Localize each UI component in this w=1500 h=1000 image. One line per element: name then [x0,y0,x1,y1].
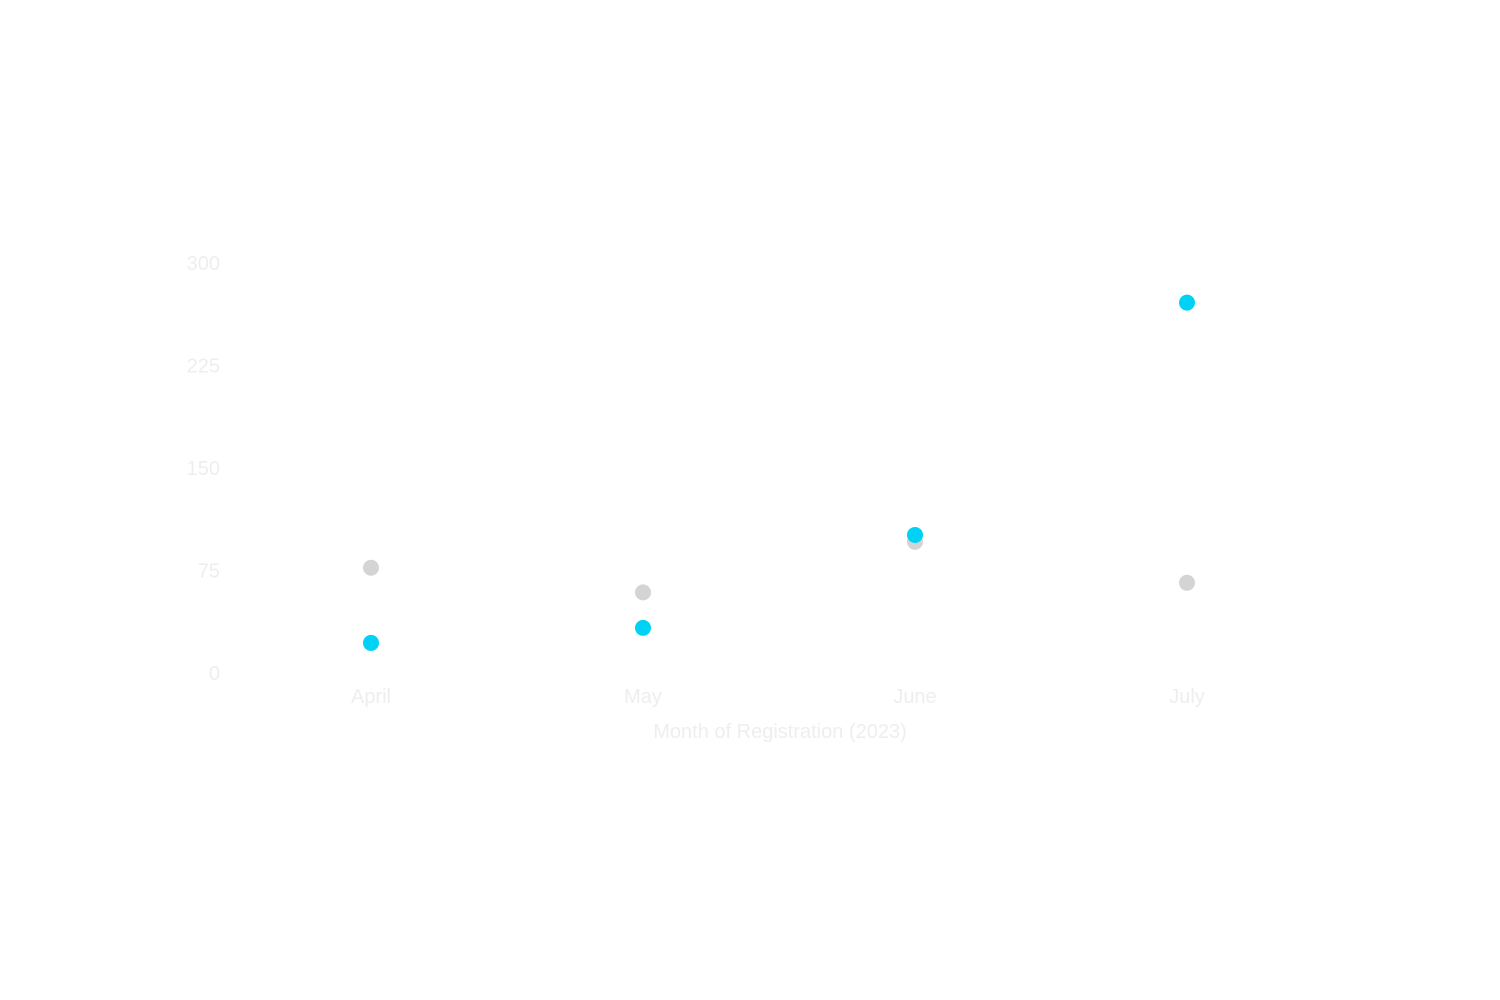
y-tick-label: 0 [209,663,220,685]
x-tick-label: July [1169,686,1205,708]
y-axis-ticks: 0 75 150 225 300 [187,253,220,685]
x-tick-label: April [351,686,391,708]
data-point-series-0 [1179,294,1195,311]
data-point-series-0 [363,634,379,651]
x-tick-label: May [624,686,662,708]
x-tick-label: June [893,686,936,708]
data-point-series-1 [1179,574,1195,591]
x-axis-label: Month of Registration (2023) [653,721,906,743]
y-tick-label: 300 [187,253,220,275]
y-tick-label: 225 [187,356,220,378]
y-tick-label: 75 [198,561,220,583]
data-point-series-0 [907,526,923,543]
data-point-series-1 [363,559,379,576]
y-tick-label: 150 [187,458,220,480]
data-points [363,294,1195,651]
data-point-series-0 [635,619,651,636]
x-axis-ticks: April May June July [351,686,1205,708]
data-point-series-1 [635,584,651,601]
